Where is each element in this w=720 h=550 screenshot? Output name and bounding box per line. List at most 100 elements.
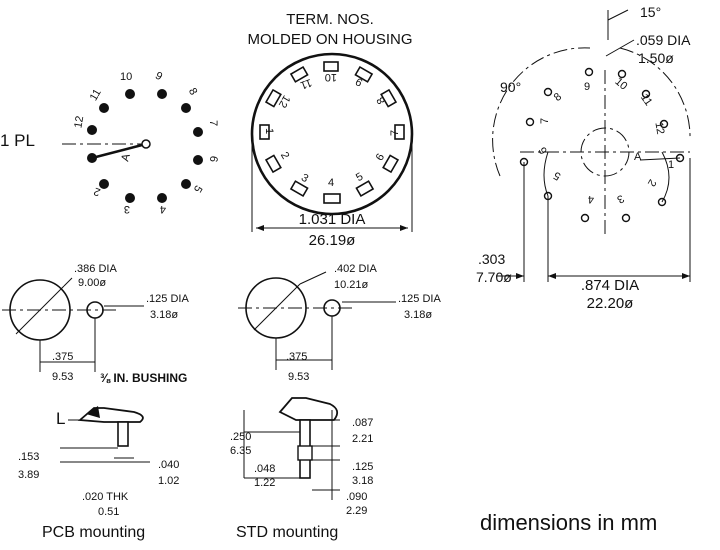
- arrowhead: [400, 225, 408, 231]
- spacing-inch: .375: [286, 351, 307, 363]
- hole-dia-inch: .059 DIA: [636, 32, 691, 48]
- std-gap-mm: 1.22: [254, 477, 275, 489]
- hole-leader: [605, 39, 635, 57]
- footprint-pin-number: 2: [645, 177, 658, 188]
- terminal-tab: [259, 124, 270, 140]
- pcb-height-mm: 3.89: [18, 469, 39, 481]
- rotor-contact-dot: [87, 125, 97, 135]
- spacing-inch: .375: [52, 351, 73, 363]
- pcb-terminal-tab: [86, 406, 100, 418]
- rotor-link: [661, 151, 670, 203]
- bushing-diameter-line: [253, 283, 301, 331]
- terminal-tab: [323, 193, 341, 204]
- mounting-arc-right: [619, 47, 691, 141]
- hole-dia-mm: 3.18ø: [404, 309, 432, 321]
- pcb-terminal-body: [77, 407, 144, 423]
- footprint-pin-number: 4: [588, 193, 594, 205]
- terminal-number: 3: [299, 172, 310, 185]
- terminal-heading-line2: MOLDED ON HOUSING: [247, 31, 412, 48]
- rotor-label-a: A: [119, 152, 133, 163]
- housing-dia-mm: 26.19ø: [309, 232, 356, 249]
- bushing-caption: ⅜ IN. BUSHING: [100, 371, 187, 385]
- std-top-mm: 2.21: [352, 433, 373, 445]
- footprint-hole: [641, 89, 651, 99]
- footprint-pin-number: 6: [537, 145, 550, 156]
- terminal-tab: [355, 180, 375, 198]
- std-pin-shoulder: [297, 445, 313, 461]
- bushing-dia-mm: 9.00ø: [78, 277, 106, 289]
- hole-dia-mm: 1.50ø: [638, 50, 674, 66]
- std-terminal-body: [278, 397, 339, 421]
- units-note: dimensions in mm: [480, 510, 657, 535]
- rotor-contact-dot: [181, 103, 191, 113]
- rotor-pin-number: 3: [124, 203, 130, 215]
- spacing-mm: 9.53: [288, 371, 309, 383]
- footprint-hole: [617, 69, 627, 79]
- terminal-number: 7: [389, 130, 401, 136]
- rotor-pin-number: 5: [191, 183, 204, 194]
- rotor-contact-dot: [99, 179, 109, 189]
- terminal-number: 2: [278, 150, 291, 161]
- arrowhead: [682, 273, 690, 279]
- terminal-tab: [380, 88, 398, 108]
- terminal-tab: [382, 154, 400, 174]
- footprint-hole: [621, 213, 631, 223]
- rotor-contact-dot: [87, 153, 97, 163]
- angle-left: 90°: [500, 79, 521, 95]
- std-bot-mm: 2.29: [346, 505, 367, 517]
- terminal-tab: [394, 124, 405, 140]
- footprint-hole: [580, 213, 590, 223]
- spacing-mm: 9.53: [52, 371, 73, 383]
- rotor-contact-dot: [125, 193, 135, 203]
- arrowhead: [548, 273, 556, 279]
- terminal-tab: [264, 154, 282, 174]
- footprint-pin-number: 3: [615, 192, 626, 205]
- rotor-pin-number: 6: [207, 155, 220, 163]
- rotor-link: [543, 151, 549, 197]
- std-mid-inch: .125: [352, 461, 373, 473]
- footprint-hole: [525, 117, 535, 127]
- mounting-arc-left: [492, 47, 591, 177]
- footprint-center-label: A: [634, 151, 642, 163]
- terminal-number: 11: [299, 76, 314, 91]
- terminal-number: 6: [374, 152, 387, 163]
- housing-dia-inch: 1.031 DIA: [299, 211, 366, 228]
- rotor-pin-number: 12: [72, 115, 86, 129]
- rotor-contact-dot: [181, 179, 191, 189]
- pcb-mounting-view: L .153 3.89 .040 1.02 .020 THK 0.51 PCB …: [18, 406, 179, 541]
- terminal-view: TERM. NOS. MOLDED ON HOUSING 1.031 DIA 2…: [247, 11, 414, 249]
- terminal-number: 10: [325, 71, 337, 83]
- rotor-pin-number: 11: [88, 87, 104, 103]
- circle-dia-inch: .874 DIA: [581, 277, 639, 294]
- footprint-pin-number: 7: [539, 118, 551, 124]
- footprint-pin-number: 9: [584, 81, 590, 93]
- footprint-hole: [659, 119, 669, 129]
- pcb-letter: L: [56, 409, 65, 428]
- terminal-number: 4: [328, 177, 334, 189]
- pcb-caption: PCB mounting: [42, 524, 145, 541]
- footprint-hole: [584, 67, 594, 77]
- arrowhead: [516, 273, 524, 279]
- circle-dia-mm: 22.20ø: [587, 295, 634, 312]
- pcb-pin-inch: .040: [158, 459, 179, 471]
- arrowhead: [256, 225, 264, 231]
- hole-dia-mm: 3.18ø: [150, 309, 178, 321]
- rotor-contact-dot: [125, 89, 135, 99]
- std-len-mm: 6.35: [230, 445, 251, 457]
- std-len-inch: .250: [230, 431, 251, 443]
- std-caption: STD mounting: [236, 524, 338, 541]
- offset-inch: .303: [478, 251, 505, 267]
- rotor-contact-dot: [157, 193, 167, 203]
- bushing-right: .402 DIA 10.21ø .125 DIA 3.18ø .375 9.53: [238, 263, 441, 383]
- pcb-pin: [117, 421, 129, 447]
- terminal-tab: [323, 61, 339, 72]
- terminal-number: 5: [354, 171, 365, 184]
- std-top-inch: .087: [352, 417, 373, 429]
- footprint-pin-number: 8: [552, 91, 564, 104]
- terminal-number: 8: [375, 95, 388, 106]
- footprint-pin-number: 5: [552, 169, 563, 182]
- footprint-pin-number: 11: [638, 92, 654, 108]
- pcb-pin-mm: 1.02: [158, 475, 179, 487]
- std-mid-mm: 3.18: [352, 475, 373, 487]
